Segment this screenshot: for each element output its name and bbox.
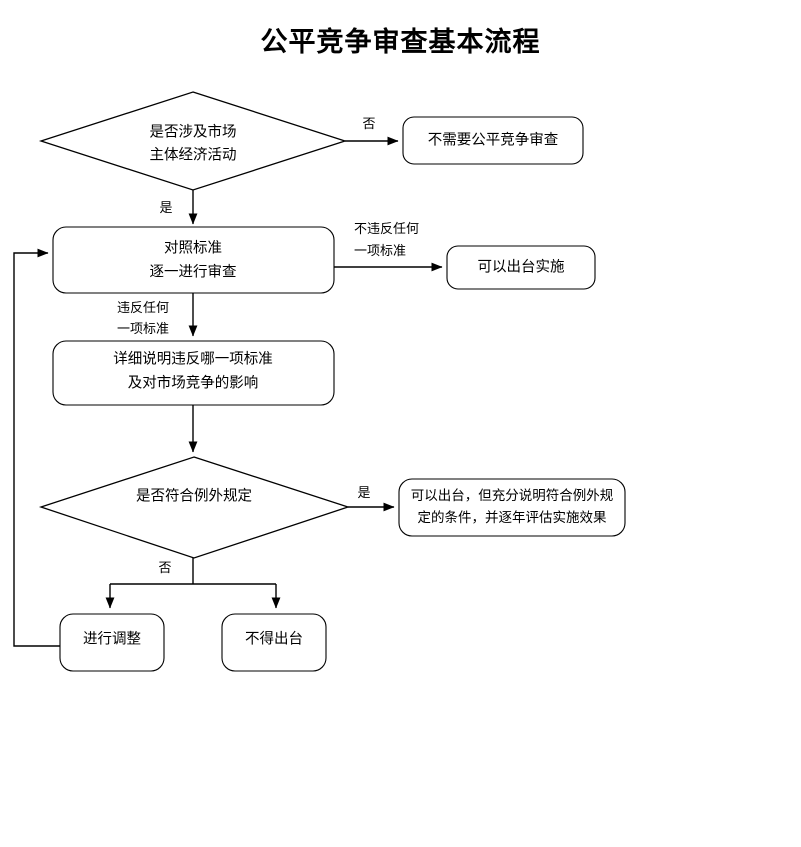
edge-label-no-violation-line2: 一项标准 [354,243,406,258]
node-decision-market-line1: 是否涉及市场 [150,123,237,140]
node-can-implement-label: 可以出台实施 [478,258,565,275]
node-can-publish-with-conditions[interactable]: 可以出台，但充分说明符合例外规 定的条件，并逐年评估实施效果 [398,478,626,537]
edge-label-exception-yes: 是 [357,485,370,500]
node-explain-violation-line1: 详细说明违反哪一项标准 [113,350,273,367]
node-decision-exception[interactable]: 是否符合例外规定 [38,456,351,559]
node-review-standards-line1: 对照标准 [164,239,222,256]
node-decision-exception-label: 是否符合例外规定 [136,487,252,504]
node-explain-violation[interactable]: 详细说明违反哪一项标准 及对市场竞争的影响 [52,340,335,406]
node-make-adjustment-label: 进行调整 [83,630,141,647]
node-can-publish-with-conditions-line2: 定的条件，并逐年评估实施效果 [418,509,607,525]
node-review-standards[interactable]: 对照标准 逐一进行审查 [52,226,335,294]
node-decision-market[interactable]: 是否涉及市场 主体经济活动 [38,91,348,191]
edge-label-violation-line1: 违反任何 [117,300,169,315]
node-review-standards-line2: 逐一进行审查 [150,263,237,280]
node-explain-violation-line2: 及对市场竞争的影响 [128,373,259,391]
edge-label-market-yes: 是 [159,200,172,215]
edge-adjustment-feedback-loop [13,248,60,647]
edge-label-no-violation-line1: 不违反任何 [354,221,419,236]
node-decision-market-line2: 主体经济活动 [150,146,237,163]
node-cannot-publish[interactable]: 不得出台 [221,613,327,672]
node-no-review-needed-label: 不需要公平竞争审查 [428,130,559,148]
node-can-implement[interactable]: 可以出台实施 [446,245,596,290]
edge-label-market-no: 否 [362,116,375,131]
node-no-review-needed[interactable]: 不需要公平竞争审查 [402,116,584,165]
edge-label-violation-line2: 一项标准 [117,321,169,336]
page-title: 公平竞争审查基本流程 [260,27,541,57]
node-make-adjustment[interactable]: 进行调整 [59,613,165,672]
edge-label-exception-no: 否 [158,560,171,575]
node-cannot-publish-label: 不得出台 [245,630,303,647]
node-can-publish-with-conditions-line1: 可以出台，但充分说明符合例外规 [411,488,614,503]
